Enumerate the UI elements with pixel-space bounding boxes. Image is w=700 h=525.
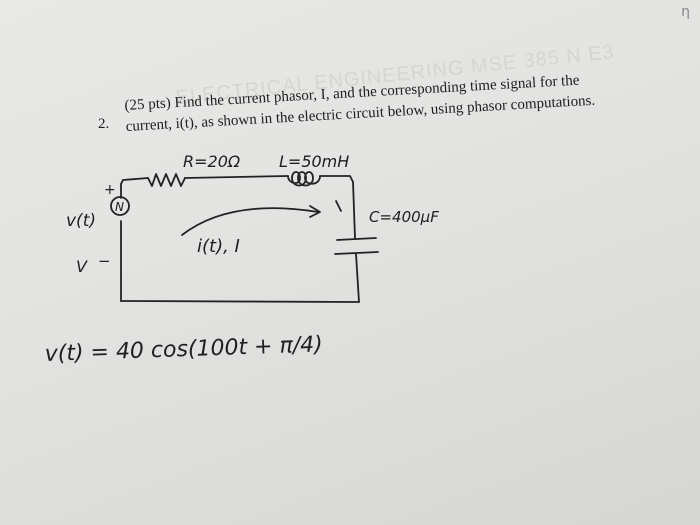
source-equation: v(t) = 40 cos(100t + π/4) xyxy=(44,332,323,367)
capacitor-label: C=400μF xyxy=(369,208,439,226)
capacitor-plate-bottom xyxy=(334,251,379,255)
wire-top-left xyxy=(120,177,149,185)
wire-bottom xyxy=(120,300,360,303)
arrow-tick xyxy=(335,200,342,212)
resistor-label: R=20Ω xyxy=(183,152,241,171)
inductor-symbol xyxy=(287,171,321,187)
resistor-symbol xyxy=(147,173,186,187)
plus-sign: + xyxy=(104,182,116,198)
wire-right-upper xyxy=(352,181,356,239)
minus-sign: − xyxy=(98,252,111,270)
current-arrow xyxy=(181,207,319,236)
problem-number: 2. xyxy=(98,116,110,132)
capacitor-plate-top xyxy=(336,237,377,241)
current-label: i(t), I xyxy=(197,236,240,257)
inductor-label: L=50mH xyxy=(279,152,349,171)
source-symbol-letter: N xyxy=(115,200,124,214)
corner-mark: ƞ xyxy=(681,4,690,20)
source-unit-label: V xyxy=(76,257,88,276)
source-voltage-label: v(t) xyxy=(66,211,96,231)
current-arrowhead xyxy=(309,205,321,218)
wire-r-to-l xyxy=(184,175,289,179)
wire-top-right xyxy=(319,175,354,183)
wire-right-lower xyxy=(355,253,360,303)
voltage-source-symbol xyxy=(110,196,130,216)
